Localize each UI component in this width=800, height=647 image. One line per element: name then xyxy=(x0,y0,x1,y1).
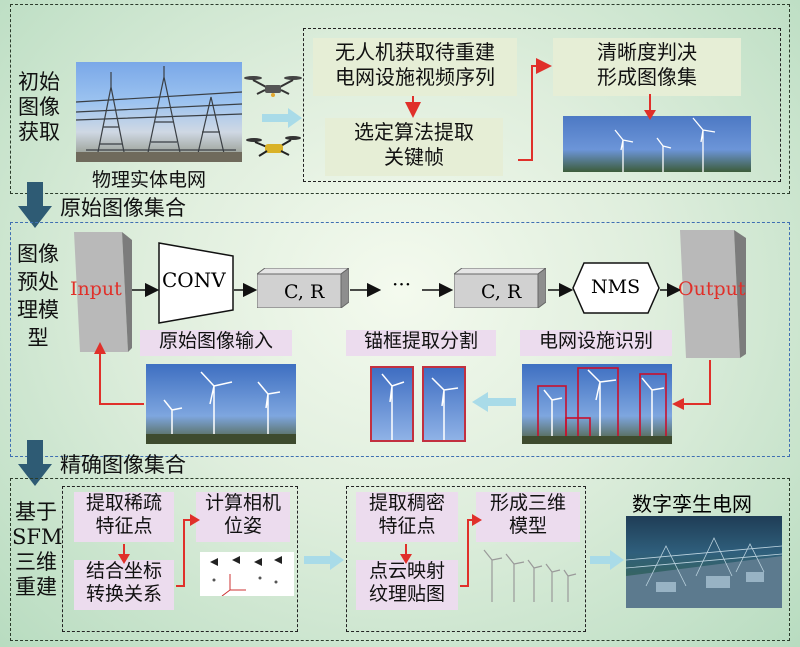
box-sharpness: 清晰度判决 形成图像集 xyxy=(553,38,741,96)
box-uav-video: 无人机获取待重建 电网设施视频序列 xyxy=(313,38,517,96)
flow-arrow-right xyxy=(262,108,302,132)
drone-icon xyxy=(245,132,303,162)
section-initial-acquisition xyxy=(10,4,790,194)
turbine-model-illustration xyxy=(478,546,582,602)
flow-arrow-right xyxy=(590,550,624,574)
box-pointcloud-texture: 点云映射 纹理贴图 xyxy=(356,560,458,610)
sparse-group xyxy=(62,486,298,632)
section3-red-arrows-left xyxy=(118,514,200,587)
conv-label: CONV xyxy=(162,268,226,292)
transition1-label: 原始图像集合 xyxy=(60,196,186,220)
windturbine-input-image xyxy=(146,364,296,444)
substation-illustration xyxy=(76,66,242,162)
pipeline-arrows xyxy=(132,282,680,298)
section-preprocess-model xyxy=(10,222,790,457)
section1-side-label: 初始 图像 获取 xyxy=(18,70,60,144)
section1-red-arrows xyxy=(405,58,552,161)
substation-photo xyxy=(76,62,242,162)
box-3d-model: 形成三维 模型 xyxy=(476,492,580,542)
ellipsis: ··· xyxy=(392,272,412,296)
camera-pose-illustration xyxy=(200,552,294,597)
windfarm-strip-image xyxy=(563,116,751,172)
box-keyframe: 选定算法提取 关键帧 xyxy=(325,118,503,176)
digital-twin-grid-image xyxy=(626,516,782,608)
caption-recognize: 电网设施识别 xyxy=(520,330,672,356)
anchor-segment-image xyxy=(370,366,414,442)
output-layer xyxy=(676,230,746,358)
anchor-segment-image xyxy=(422,366,466,442)
box-coord-transform: 结合坐标 转换关系 xyxy=(74,560,174,610)
box-camera-pose: 计算相机 位姿 xyxy=(196,492,290,542)
input-layer xyxy=(70,232,132,352)
box-sparse-features: 提取稀疏 特征点 xyxy=(74,492,174,542)
big-down-arrow xyxy=(18,440,52,490)
photo-caption: 物理实体电网 xyxy=(92,169,207,191)
drone-icon xyxy=(243,72,303,102)
output-label: Output xyxy=(678,278,746,300)
nms-label: NMS xyxy=(591,276,641,298)
section2-red-arrows xyxy=(94,342,711,410)
flow-arrow-left xyxy=(472,392,516,416)
dense-group xyxy=(346,486,586,632)
box-dense-features: 提取稠密 特征点 xyxy=(356,492,458,542)
cr2-label: C, R xyxy=(481,281,522,303)
input-label: Input xyxy=(70,278,122,300)
transition2-label: 精确图像集合 xyxy=(60,453,186,477)
big-down-arrow xyxy=(18,182,52,232)
arrow-down-red xyxy=(644,94,656,120)
cr-block-1 xyxy=(255,267,351,309)
section-sfm-reconstruction xyxy=(10,478,790,641)
flow-arrow-right xyxy=(304,550,344,574)
section3-red-arrows-right xyxy=(400,514,482,587)
cr1-label: C, R xyxy=(284,281,325,303)
cr-block-2 xyxy=(452,267,548,309)
section2-side-label: 图像 预处 理模 型 xyxy=(17,242,59,350)
windturbine-recognized-image xyxy=(522,364,672,444)
caption-anchor: 锚框提取分割 xyxy=(346,330,496,356)
twin-title: 数字孪生电网 xyxy=(632,492,752,516)
acquisition-process-group xyxy=(303,28,781,182)
caption-raw-input: 原始图像输入 xyxy=(140,330,292,356)
section3-side-label: 基于 SFM 三维 重建 xyxy=(12,500,63,599)
